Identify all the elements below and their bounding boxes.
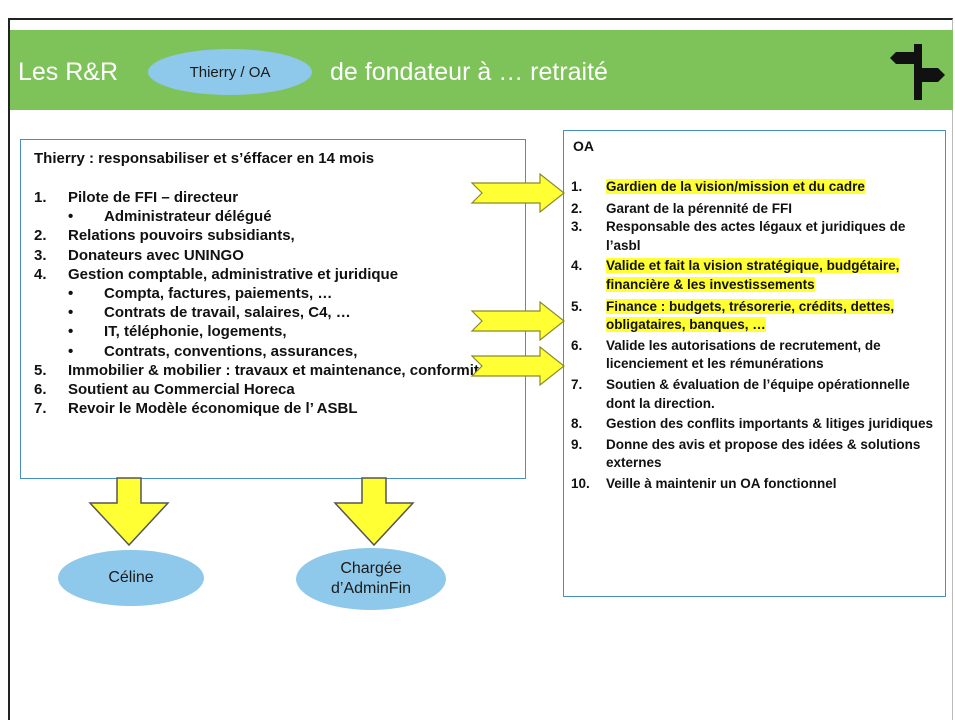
item-number: 6. bbox=[34, 381, 47, 399]
item-text: Garant de la pérennité de FFI bbox=[606, 200, 793, 216]
list-item: 7. Revoir le Modèle économique de l’ ASB… bbox=[34, 399, 519, 418]
sub-item: • IT, téléphonie, logements, bbox=[34, 322, 519, 341]
title-oval-label: Thierry / OA bbox=[189, 63, 271, 81]
item-text: Gestion comptable, administrative et jur… bbox=[68, 265, 399, 283]
bullet: • bbox=[68, 304, 74, 322]
arrow-right-icon bbox=[470, 346, 565, 386]
thierry-list: 1. Pilote de FFI – directeur • Administr… bbox=[34, 188, 519, 418]
list-item: 3. Responsable des actes légaux et jurid… bbox=[571, 218, 941, 255]
arrow-down-icon bbox=[88, 477, 170, 547]
title-part1: Les R&R bbox=[18, 58, 119, 86]
sub-item-text: IT, téléphonie, logements, bbox=[104, 323, 287, 341]
title-oval: Thierry / OA bbox=[148, 49, 312, 95]
arrow-down-icon bbox=[333, 477, 415, 547]
item-number: 7. bbox=[571, 376, 583, 392]
celine-label: Céline bbox=[108, 569, 154, 586]
list-item: 3. Donateurs avec UNINGO bbox=[34, 246, 519, 265]
list-item: 2. Garant de la pérennité de FFI bbox=[571, 200, 941, 219]
item-text: Pilote de FFI – directeur bbox=[68, 189, 239, 206]
list-item: 7. Soutien & évaluation de l’équipe opér… bbox=[571, 376, 941, 413]
item-text: Donateurs avec UNINGO bbox=[68, 246, 244, 264]
list-item: 6. Valide les autorisations de recruteme… bbox=[571, 337, 941, 374]
arrow-right-icon bbox=[470, 173, 565, 213]
sub-item: • Compta, factures, paiements, … bbox=[34, 284, 519, 303]
sub-item-text: Compta, factures, paiements, … bbox=[104, 285, 333, 303]
item-text: Finance : budgets, trésorerie, crédits, … bbox=[606, 298, 895, 333]
chargee-adminfin-oval: Chargée d’AdminFin bbox=[296, 548, 446, 610]
item-number: 2. bbox=[34, 227, 47, 245]
item-text: Revoir le Modèle économique de l’ ASBL bbox=[68, 400, 358, 418]
sub-item-text: Contrats, conventions, assurances, bbox=[104, 342, 358, 360]
sub-item-text: Contrats de travail, salaires, C4, … bbox=[104, 304, 351, 322]
oa-list: 1. Gardien de la vision/mission et du ca… bbox=[571, 178, 941, 494]
item-number: 4. bbox=[571, 258, 583, 274]
item-number: 5. bbox=[34, 361, 47, 379]
sub-item-text: Administrateur délégué bbox=[104, 208, 272, 226]
signpost-icon bbox=[890, 44, 945, 100]
item-number: 7. bbox=[34, 400, 47, 418]
oa-box: OA 1. Gardien de la vision/mission et du… bbox=[563, 130, 946, 597]
list-item: 1. Gardien de la vision/mission et du ca… bbox=[571, 178, 941, 197]
celine-oval: Céline bbox=[58, 550, 204, 606]
list-item: 10. Veille à maintenir un OA fonctionnel bbox=[571, 475, 941, 494]
list-item: 9. Donne des avis et propose des idées &… bbox=[571, 436, 941, 473]
bullet: • bbox=[68, 323, 74, 341]
item-number: 1. bbox=[34, 189, 47, 206]
item-text: Valide et fait la vision stratégique, bu… bbox=[606, 258, 900, 292]
thierry-box: Thierry : responsabiliser et s’éffacer e… bbox=[20, 139, 526, 479]
item-number: 4. bbox=[34, 265, 47, 283]
item-text: Relations pouvoirs subsidiants, bbox=[68, 227, 295, 245]
item-text: Donne des avis et propose des idées & so… bbox=[606, 436, 921, 471]
bullet: • bbox=[68, 342, 74, 360]
list-item: 5. Immobilier & mobilier : travaux et ma… bbox=[34, 361, 519, 380]
item-number: 8. bbox=[571, 416, 583, 432]
bullet: • bbox=[68, 285, 74, 303]
item-text: Soutient au Commercial Horeca bbox=[68, 381, 295, 399]
list-item: 4. Valide et fait la vision stratégique,… bbox=[571, 257, 941, 294]
item-text: Immobilier & mobilier : travaux et maint… bbox=[68, 361, 488, 379]
item-number: 3. bbox=[571, 219, 583, 235]
list-item: 5. Finance : budgets, trésorerie, crédit… bbox=[571, 298, 941, 335]
item-text: Soutien & évaluation de l’équipe opérati… bbox=[606, 376, 910, 411]
list-item: 6. Soutient au Commercial Horeca bbox=[34, 380, 519, 399]
list-item: 4. Gestion comptable, administrative et … bbox=[34, 265, 519, 284]
sub-item: • Contrats, conventions, assurances, bbox=[34, 342, 519, 361]
thierry-heading: Thierry : responsabiliser et s’éffacer e… bbox=[34, 150, 375, 167]
list-item: 1. Pilote de FFI – directeur bbox=[34, 188, 519, 207]
item-text: Responsable des actes légaux et juridiqu… bbox=[606, 219, 906, 253]
item-number: 5. bbox=[571, 298, 583, 314]
item-text: Gestion des conflits importants & litige… bbox=[606, 416, 934, 432]
title-part2: de fondateur à … retraité bbox=[330, 58, 608, 86]
bullet: • bbox=[68, 208, 74, 226]
item-number: 1. bbox=[571, 179, 583, 194]
chargee-label-line1: Chargée bbox=[340, 560, 402, 577]
sub-item: • Administrateur délégué bbox=[34, 207, 519, 226]
oa-heading: OA bbox=[573, 138, 594, 154]
item-text: Valide les autorisations de recrutement,… bbox=[606, 337, 881, 372]
item-number: 6. bbox=[571, 337, 583, 353]
chargee-label-line2: d’AdminFin bbox=[330, 580, 412, 597]
arrow-right-icon bbox=[470, 301, 565, 341]
item-number: 9. bbox=[571, 436, 583, 452]
item-number: 2. bbox=[571, 200, 583, 216]
item-number: 10. bbox=[571, 475, 590, 491]
item-number: 3. bbox=[34, 246, 47, 264]
list-item: 8. Gestion des conflits importants & lit… bbox=[571, 415, 941, 434]
item-text: Gardien de la vision/mission et du cadre bbox=[606, 179, 865, 194]
sub-item: • Contrats de travail, salaires, C4, … bbox=[34, 303, 519, 322]
list-item: 2. Relations pouvoirs subsidiants, bbox=[34, 226, 519, 245]
item-text: Veille à maintenir un OA fonctionnel bbox=[606, 475, 837, 491]
